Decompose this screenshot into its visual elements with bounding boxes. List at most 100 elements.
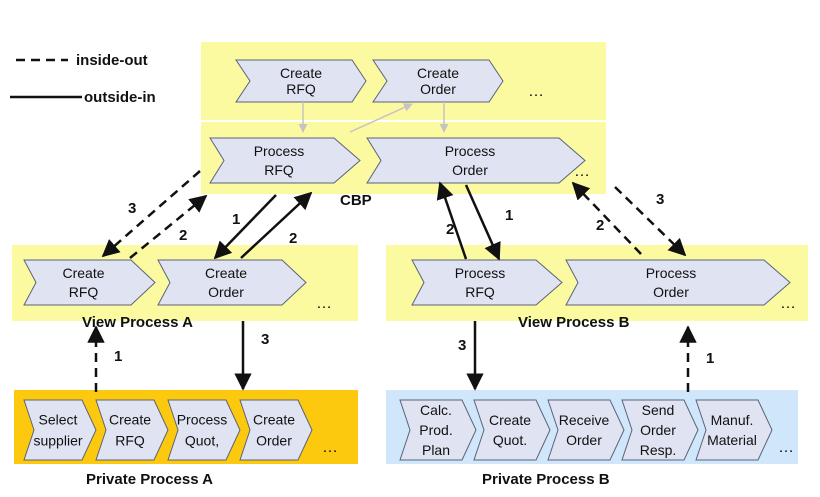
label-1-private-b: 1 bbox=[706, 350, 714, 367]
cbp-upper-ellipsis: … bbox=[528, 83, 546, 100]
private-b-step-shape bbox=[547, 399, 625, 461]
arrow-3-cbp-to-view-a bbox=[101, 170, 201, 258]
private-a-step-label: Order bbox=[256, 433, 292, 449]
private-b-step-shape bbox=[621, 399, 699, 461]
label-2-mid-left: 2 bbox=[289, 230, 297, 247]
label-1-mid-right: 1 bbox=[505, 207, 513, 224]
private-a-step-label: Quot, bbox=[185, 433, 219, 449]
arrow-2-view-a-to-cbp bbox=[240, 191, 313, 259]
arrow-1-cbp-to-view-b bbox=[464, 184, 501, 261]
view-a-step-label: Create bbox=[205, 265, 247, 281]
private-b-step-label: Quot. bbox=[493, 432, 527, 448]
cbp-lower-step-shape bbox=[366, 137, 586, 184]
private-a-step-label: RFQ bbox=[115, 433, 145, 449]
cbp-upper-step-label: Create bbox=[280, 65, 322, 81]
view-b-step-label: Process bbox=[455, 265, 506, 281]
cbp-lower-step-label: Order bbox=[452, 162, 488, 178]
arrow-2-view-b-to-cbp-dashed bbox=[571, 181, 642, 255]
legend-dashed-label: inside-out bbox=[76, 52, 148, 69]
process-steps: CreateRFQCreateOrderProcessRFQProcessOrd… bbox=[23, 59, 791, 461]
view-a-step-shape bbox=[157, 259, 307, 306]
cbp-upper-step-label: RFQ bbox=[286, 81, 316, 97]
view-a-ellipsis: … bbox=[316, 295, 334, 312]
view-b-step-label: RFQ bbox=[465, 284, 495, 300]
label-1-private-a: 1 bbox=[114, 348, 122, 365]
private-a-step-label: Process bbox=[177, 412, 228, 428]
cbp-upper-step-shape bbox=[372, 59, 504, 103]
legend: inside-out outside-in bbox=[10, 52, 156, 106]
view-a-step-shape bbox=[23, 259, 156, 306]
view-a-step-label: Order bbox=[208, 284, 244, 300]
private-b-step-label: Manuf. bbox=[711, 412, 754, 428]
private-b-step-label: Order bbox=[566, 432, 602, 448]
private-b-step-label: Order bbox=[640, 422, 676, 438]
cbp-lower-step-label: RFQ bbox=[264, 162, 294, 178]
cbp-lower-ellipsis: … bbox=[574, 163, 592, 180]
view-a-step-label: RFQ bbox=[69, 284, 99, 300]
private-b-step-shape bbox=[473, 399, 551, 461]
private-b-step-label: Resp. bbox=[640, 442, 677, 458]
view-a-label: View Process A bbox=[82, 314, 193, 331]
private-b-step-label: Material bbox=[707, 432, 757, 448]
view-b-step-shape bbox=[411, 259, 563, 306]
private-b-step-shape bbox=[399, 399, 477, 461]
private-b-step: Calc.Prod.Plan bbox=[399, 399, 477, 461]
cbp-lower-step-label: Process bbox=[254, 143, 305, 159]
label-1-left: 1 bbox=[232, 211, 240, 228]
private-a-step-label: Create bbox=[253, 412, 295, 428]
interaction-arrows bbox=[87, 170, 697, 392]
private-a-step-shape bbox=[239, 399, 313, 461]
private-a-step-label: supplier bbox=[33, 433, 82, 449]
arrow-labels: 3 2 1 2 2 1 2 3 1 3 3 1 bbox=[114, 191, 714, 367]
cbp-connectors bbox=[298, 102, 449, 133]
private-a-step: Select supplier bbox=[23, 399, 97, 461]
label-3-private-b: 3 bbox=[458, 337, 466, 354]
arrow-2-view-a-to-cbp-dashed bbox=[129, 194, 208, 259]
private-b-step-label: Send bbox=[642, 402, 675, 418]
cbp-upper-step-label: Create bbox=[417, 65, 459, 81]
private-b-ellipsis: … bbox=[778, 439, 796, 456]
label-2-right: 2 bbox=[596, 217, 604, 234]
private-a-ellipsis: … bbox=[322, 439, 340, 456]
view-b-step-label: Order bbox=[653, 284, 689, 300]
cbp-upper-step-shape bbox=[235, 59, 367, 103]
private-b-step-label: Calc. bbox=[420, 402, 452, 418]
arrow-1-cbp-to-view-a bbox=[213, 194, 277, 260]
ellipsis-marks: … … … … … … bbox=[316, 83, 798, 456]
cbp-lower-step-label: Process bbox=[445, 143, 496, 159]
arrow-3-cbp-to-view-b bbox=[614, 186, 687, 257]
label-3-private-a: 3 bbox=[261, 331, 269, 348]
view-b-ellipsis: … bbox=[780, 295, 798, 312]
connector-process-rfq-to-create-order bbox=[349, 103, 413, 133]
cbp-upper-step-label: Order bbox=[420, 81, 456, 97]
private-b-step: Manuf. Material bbox=[695, 399, 773, 461]
private-a-step-label: Select bbox=[39, 412, 78, 428]
view-b-label: View Process B bbox=[518, 314, 630, 331]
private-b-label: Private Process B bbox=[482, 471, 610, 488]
cbp-lower-step-shape bbox=[209, 137, 361, 184]
view-b-step-label: Process bbox=[646, 265, 697, 281]
private-b-step-shape bbox=[695, 399, 773, 461]
captions: CBP View Process A View Process B Privat… bbox=[82, 192, 630, 488]
label-3-right: 3 bbox=[656, 191, 664, 208]
legend-solid-label: outside-in bbox=[84, 89, 156, 106]
label-3-left: 3 bbox=[128, 200, 136, 217]
private-a-step-label: Create bbox=[109, 412, 151, 428]
view-a-step-label: Create bbox=[62, 265, 104, 281]
private-a-step-shape bbox=[95, 399, 169, 461]
cbp-label: CBP bbox=[340, 192, 372, 209]
private-b-step-label: Receive bbox=[559, 412, 610, 428]
private-b-step-label: Prod. bbox=[419, 422, 452, 438]
